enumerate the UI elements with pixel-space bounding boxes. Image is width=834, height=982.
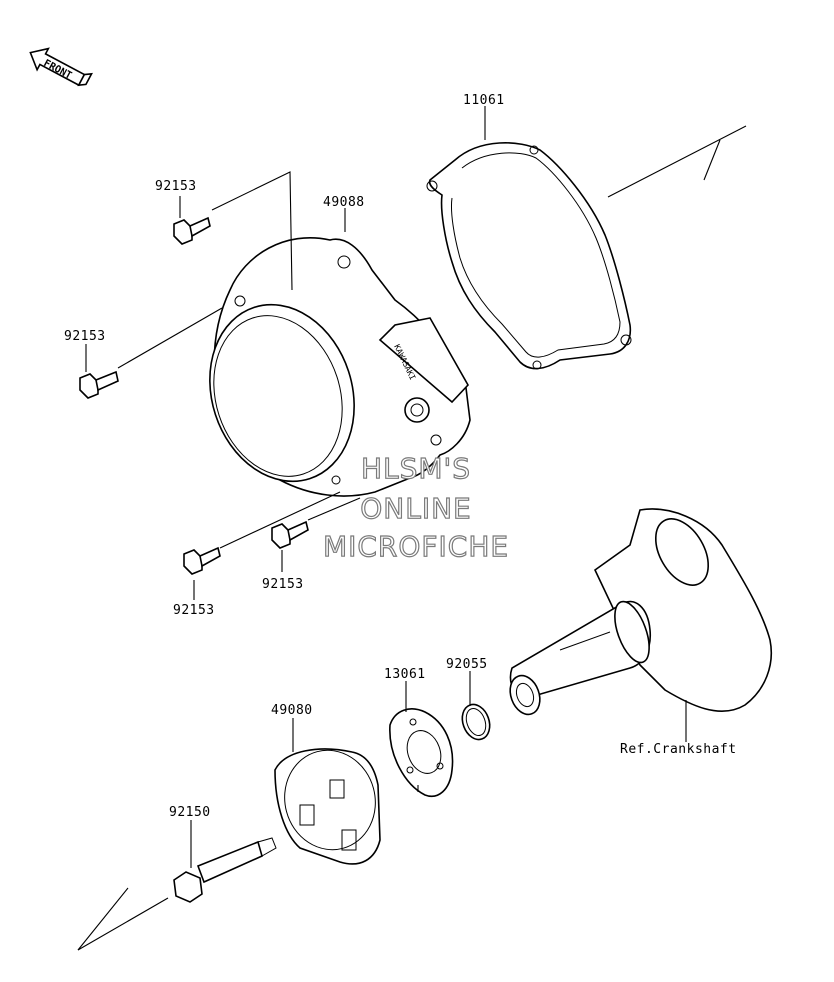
recoil-cover: KAWASAKI <box>209 237 471 497</box>
part-number-bolt-bottom-left: 92153 <box>173 603 215 618</box>
bolt-left-icon <box>79 370 119 399</box>
part-number-cover: 49088 <box>323 195 365 210</box>
part-number-bolt-top: 92153 <box>155 179 197 194</box>
part-labels: 11061 49088 92153 92153 92153 92153 1306… <box>64 93 737 820</box>
leader-lines <box>77 106 747 951</box>
crankshaft <box>509 508 772 716</box>
part-number-recoil-cup: 49080 <box>271 703 313 718</box>
watermark: HLSM'S ONLINE MICROFICHE <box>322 451 509 563</box>
part-number-o-ring: 92055 <box>446 657 488 672</box>
watermark-line-1: HLSM'S <box>361 452 471 485</box>
watermark-line-2: ONLINE <box>360 492 471 525</box>
reference-crankshaft: Ref.Crankshaft <box>620 742 737 757</box>
part-number-flange: 13061 <box>384 667 426 682</box>
gasket <box>426 142 632 370</box>
center-bolt-icon <box>173 837 277 903</box>
part-number-center-bolt: 92150 <box>169 805 211 820</box>
o-ring <box>461 703 491 741</box>
bolt-bottom-left-icon <box>183 546 221 575</box>
part-number-bolt-left: 92153 <box>64 329 106 344</box>
flange <box>389 708 454 797</box>
front-arrow-icon: FRONT <box>29 47 93 87</box>
part-number-bolt-bottom-right: 92153 <box>262 577 304 592</box>
bolt-top-icon <box>173 216 211 245</box>
watermark-line-3: MICROFICHE <box>323 530 509 563</box>
bolt-bottom-right-icon <box>271 520 309 549</box>
recoil-cup <box>274 748 381 865</box>
part-number-gasket: 11061 <box>463 93 505 108</box>
